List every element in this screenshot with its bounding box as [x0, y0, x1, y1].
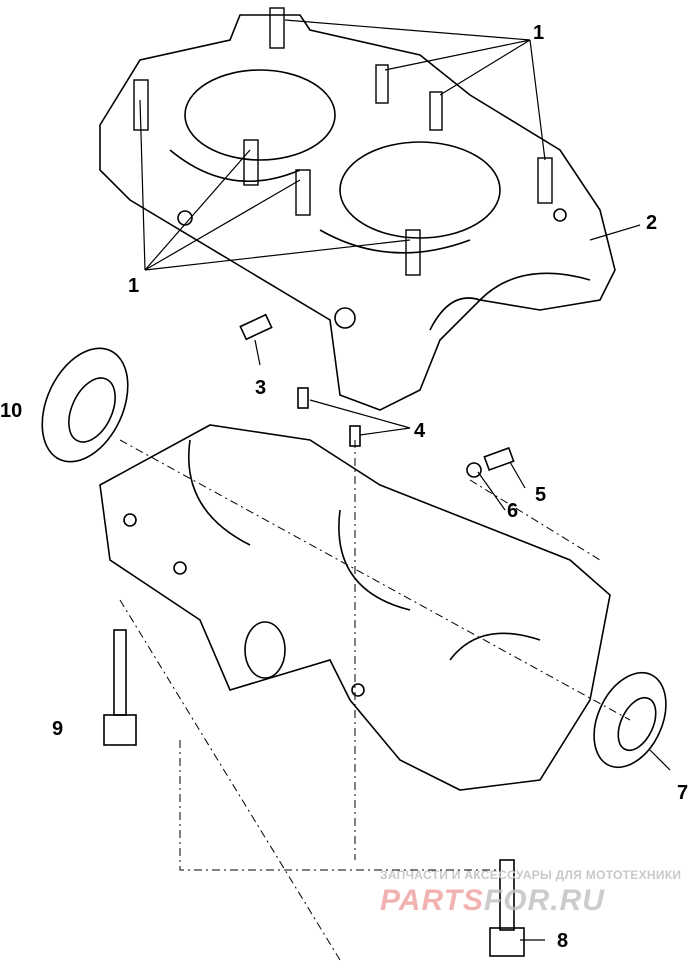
watermark-brand-gray: FOR.RU — [483, 884, 605, 917]
dowel-pin-a — [297, 387, 309, 409]
watermark-tagline: ЗАПЧАСТИ И АКСЕССУАРЫ ДЛЯ МОТОТЕХНИКИ — [380, 868, 682, 882]
seal-7 — [593, 671, 667, 769]
watermark-logo: PARTSFOR.RU — [380, 884, 605, 918]
upper-crankcase — [99, 14, 616, 411]
callout-4: 4 — [414, 420, 426, 442]
watermark-brand-red: PARTS — [380, 884, 484, 917]
callout-8: 8 — [557, 930, 569, 952]
callout-2: 2 — [646, 212, 658, 234]
dash-lines — [119, 439, 631, 961]
callout-1-left: 1 — [128, 275, 140, 297]
fitting-3 — [239, 313, 273, 341]
callout-5: 5 — [535, 484, 547, 506]
callout-3: 3 — [255, 377, 267, 399]
callout-10: 10 — [0, 400, 23, 422]
screw-5 — [483, 446, 515, 472]
callout-1-top: 1 — [533, 22, 545, 44]
leader-lines — [139, 19, 671, 941]
washer-6 — [466, 462, 482, 478]
lower-crankcase — [99, 424, 611, 791]
bolt-8 — [489, 859, 525, 957]
callout-6: 6 — [507, 500, 519, 522]
callout-7: 7 — [677, 782, 689, 804]
bolt-9 — [103, 629, 137, 746]
seal-10 — [41, 347, 129, 463]
callout-9: 9 — [52, 718, 64, 740]
